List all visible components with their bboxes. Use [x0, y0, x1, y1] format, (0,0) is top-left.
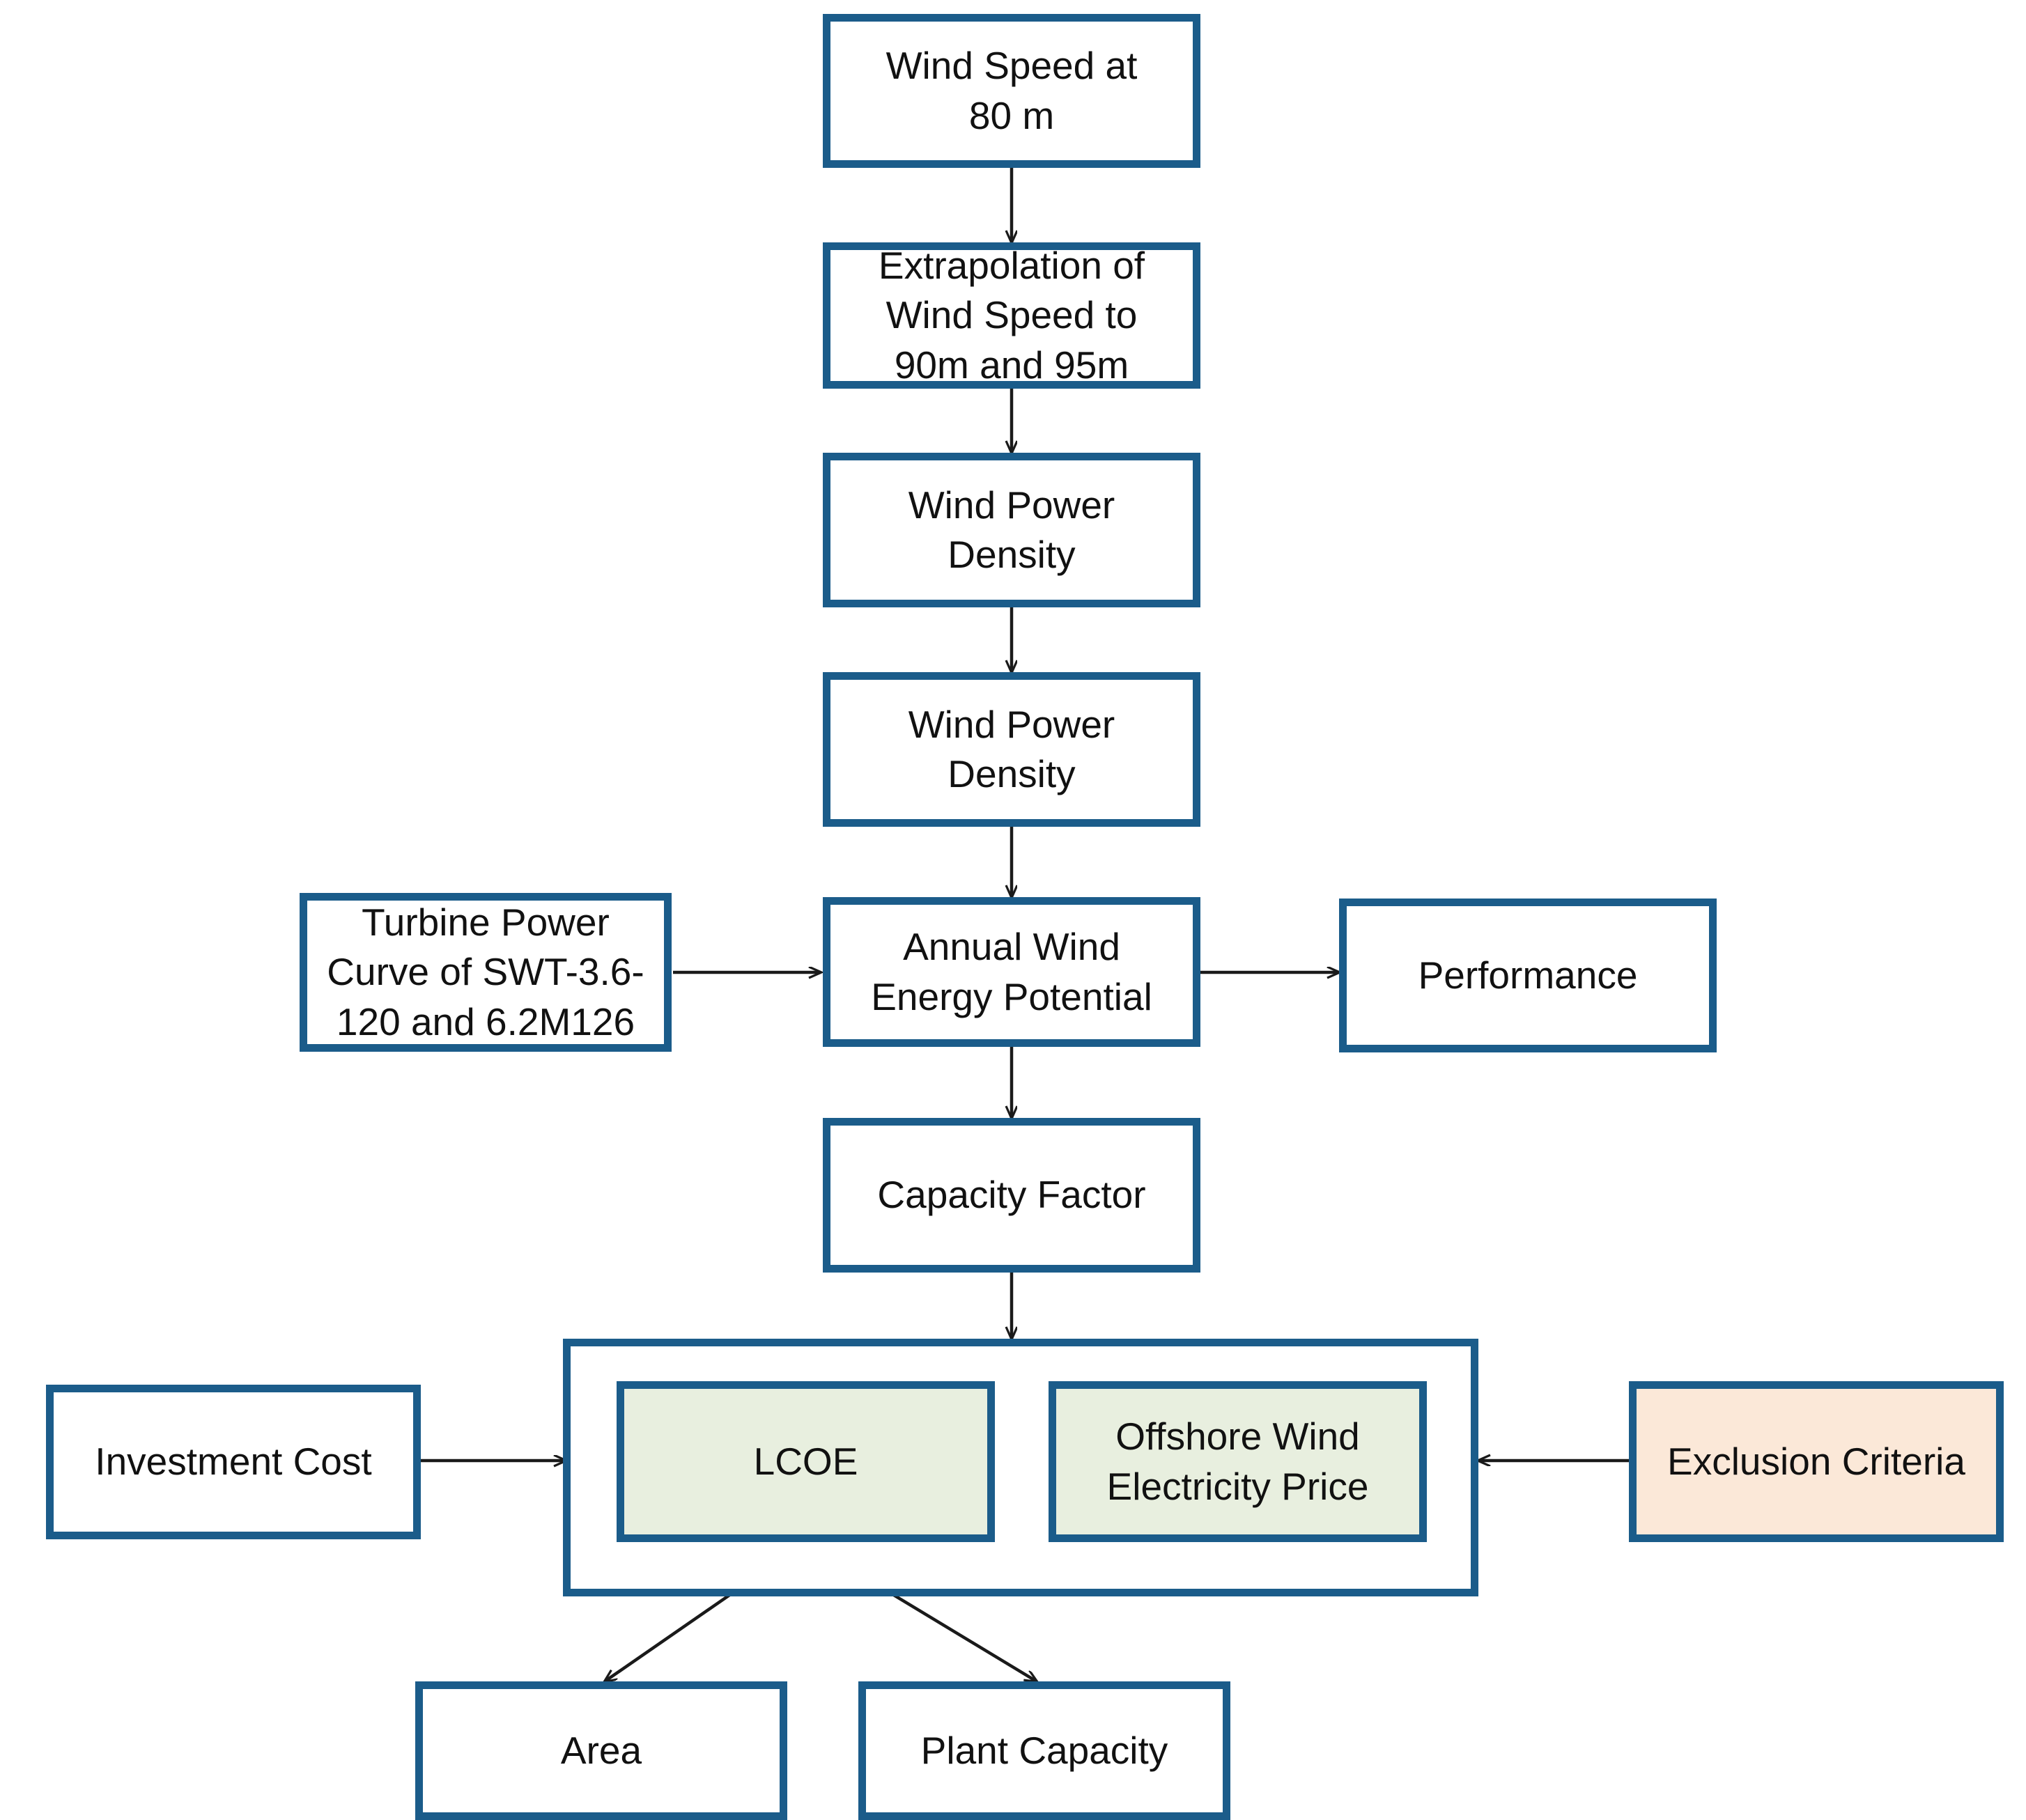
node-label: Wind Speed at 80 m [886, 44, 1138, 137]
node-offshore-wind-electricity-price[interactable]: Offshore Wind Electricity Price [1049, 1381, 1427, 1542]
node-label: Area [560, 1728, 642, 1772]
node-area[interactable]: Area [415, 1681, 787, 1820]
node-turbine-power-curve[interactable]: Turbine Power Curve of SWT-3.6- 120 and … [300, 893, 672, 1052]
node-label: Turbine Power Curve of SWT-3.6- 120 and … [327, 900, 644, 1043]
node-wind-power-density-2[interactable]: Wind Power Density [823, 672, 1200, 827]
node-label: Annual Wind Energy Potential [871, 925, 1152, 1018]
node-investment-cost[interactable]: Investment Cost [46, 1385, 421, 1539]
node-label: Performance [1418, 953, 1638, 997]
node-annual-wind-energy-potential[interactable]: Annual Wind Energy Potential [823, 897, 1200, 1047]
node-label: Wind Power Density [908, 702, 1115, 796]
node-lcoe[interactable]: LCOE [617, 1381, 995, 1542]
node-label: LCOE [753, 1439, 858, 1483]
node-wind-power-density-1[interactable]: Wind Power Density [823, 453, 1200, 607]
node-performance[interactable]: Performance [1339, 899, 1717, 1052]
node-plant-capacity[interactable]: Plant Capacity [858, 1681, 1230, 1820]
node-label: Offshore Wind Electricity Price [1106, 1415, 1369, 1508]
node-exclusion-criteria[interactable]: Exclusion Criteria [1629, 1381, 2004, 1542]
node-label: Capacity Factor [877, 1173, 1146, 1217]
node-extrapolation[interactable]: Extrapolation of Wind Speed to 90m and 9… [823, 242, 1200, 389]
node-capacity-factor[interactable]: Capacity Factor [823, 1118, 1200, 1273]
node-label: Exclusion Criteria [1667, 1439, 1965, 1483]
node-label: Extrapolation of Wind Speed to 90m and 9… [878, 243, 1145, 387]
node-label: Wind Power Density [908, 483, 1115, 577]
node-label: Investment Cost [95, 1440, 372, 1484]
node-label: Plant Capacity [920, 1728, 1168, 1772]
node-wind-speed-80m[interactable]: Wind Speed at 80 m [823, 14, 1200, 168]
